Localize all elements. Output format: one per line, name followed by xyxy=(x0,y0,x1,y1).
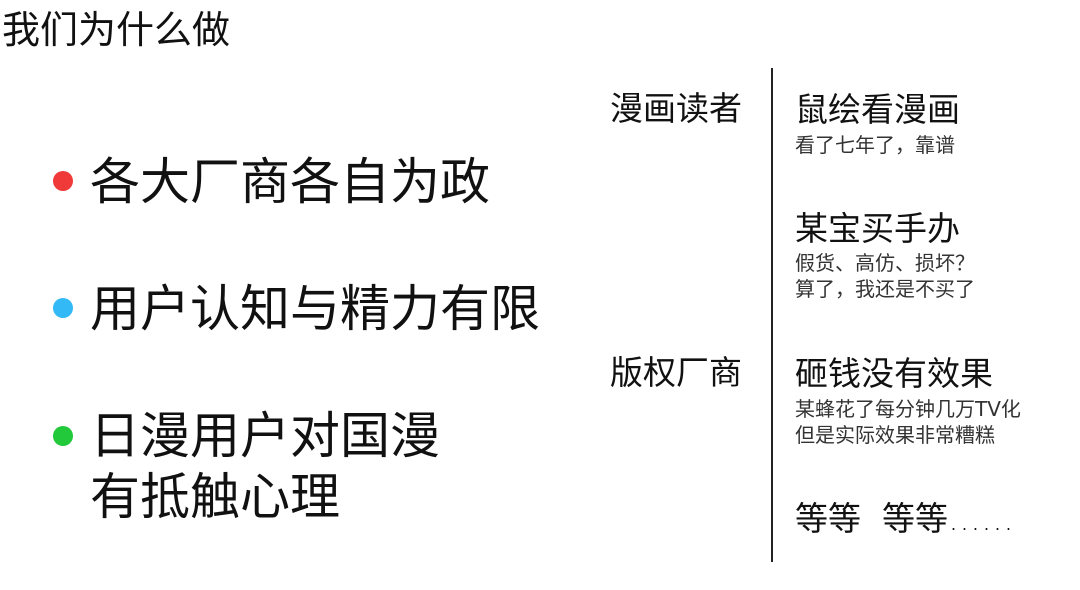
bullet-2: 用户认知与精力有限 xyxy=(90,280,540,338)
label-manga-readers: 漫画读者 xyxy=(610,89,742,128)
right-heading-4: 等等 等等…… xyxy=(795,499,1014,538)
right-heading-1: 鼠绘看漫画 xyxy=(795,90,960,129)
green-bullet-icon xyxy=(53,426,73,446)
bullet-1: 各大厂商各自为政 xyxy=(90,153,490,211)
bullet-3-line-2: 有抵触心理 xyxy=(90,468,340,526)
red-bullet-icon xyxy=(53,171,73,191)
bullet-3-line-1: 日漫用户对国漫 xyxy=(90,407,440,465)
blue-bullet-icon xyxy=(53,298,73,318)
right-heading-2: 某宝买手办 xyxy=(795,209,960,248)
right-sub-3a: 某蜂花了每分钟几万TV化 xyxy=(795,397,1021,421)
right-sub-2b: 算了，我还是不买了 xyxy=(795,277,975,301)
divider xyxy=(771,68,773,562)
right-sub-3b: 但是实际效果非常糟糕 xyxy=(795,423,995,447)
right-heading-3: 砸钱没有效果 xyxy=(795,354,993,393)
right-sub-2a: 假货、高仿、损坏？ xyxy=(795,251,975,275)
right-sub-1: 看了七年了，靠谱 xyxy=(795,133,955,157)
label-copyright-vendors: 版权厂商 xyxy=(610,353,742,392)
slide-title: 我们为什么做 xyxy=(2,8,231,52)
